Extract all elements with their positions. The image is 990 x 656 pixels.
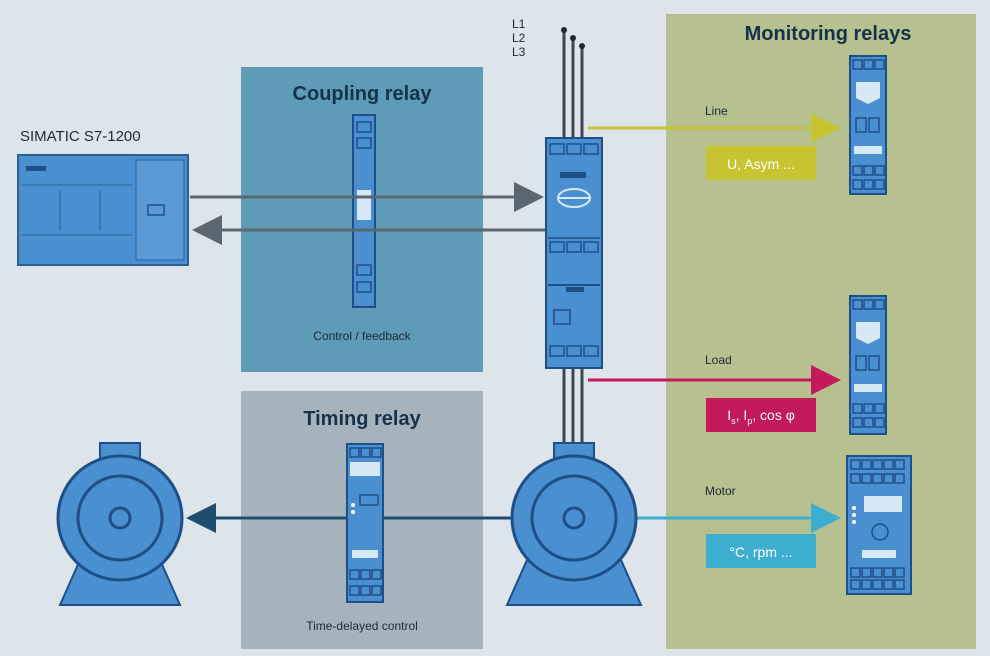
phase-lines bbox=[561, 27, 585, 455]
motor-value: °C, rpm ... bbox=[729, 544, 792, 560]
line-value-box bbox=[706, 146, 816, 180]
coupling-relay-title: Coupling relay bbox=[293, 83, 433, 105]
coupling-caption: Control / feedback bbox=[313, 329, 411, 343]
line-label: Line bbox=[705, 104, 728, 118]
timing-caption: Time-delayed control bbox=[306, 619, 418, 633]
plc-device-icon bbox=[17, 154, 189, 266]
timing-relay-icon bbox=[346, 443, 384, 603]
monitoring-relay-load-icon bbox=[849, 295, 887, 435]
timing-relay-title: Timing relay bbox=[303, 408, 421, 430]
line-value: U, Asym ... bbox=[727, 156, 795, 172]
monitoring-relays-title: Monitoring relays bbox=[745, 23, 912, 45]
motor-value-box bbox=[706, 534, 816, 568]
motor-icon-left bbox=[56, 442, 184, 606]
motor-label: Motor bbox=[705, 484, 736, 498]
monitoring-relay-line-icon bbox=[849, 55, 887, 195]
coupling-relay-icon bbox=[352, 114, 376, 308]
motor-starter-icon bbox=[545, 137, 603, 369]
phase-label-l1: L1 bbox=[512, 17, 526, 31]
motor-icon-right bbox=[505, 442, 643, 606]
phase-label-l2: L2 bbox=[512, 31, 526, 45]
plc-label: SIMATIC S7-1200 bbox=[20, 128, 141, 145]
load-label: Load bbox=[705, 353, 732, 367]
phase-label-l3: L3 bbox=[512, 45, 526, 59]
load-value-box bbox=[706, 398, 816, 432]
monitoring-relay-motor-icon bbox=[846, 455, 912, 595]
load-value: Is, Ip, cos φ bbox=[727, 407, 795, 426]
